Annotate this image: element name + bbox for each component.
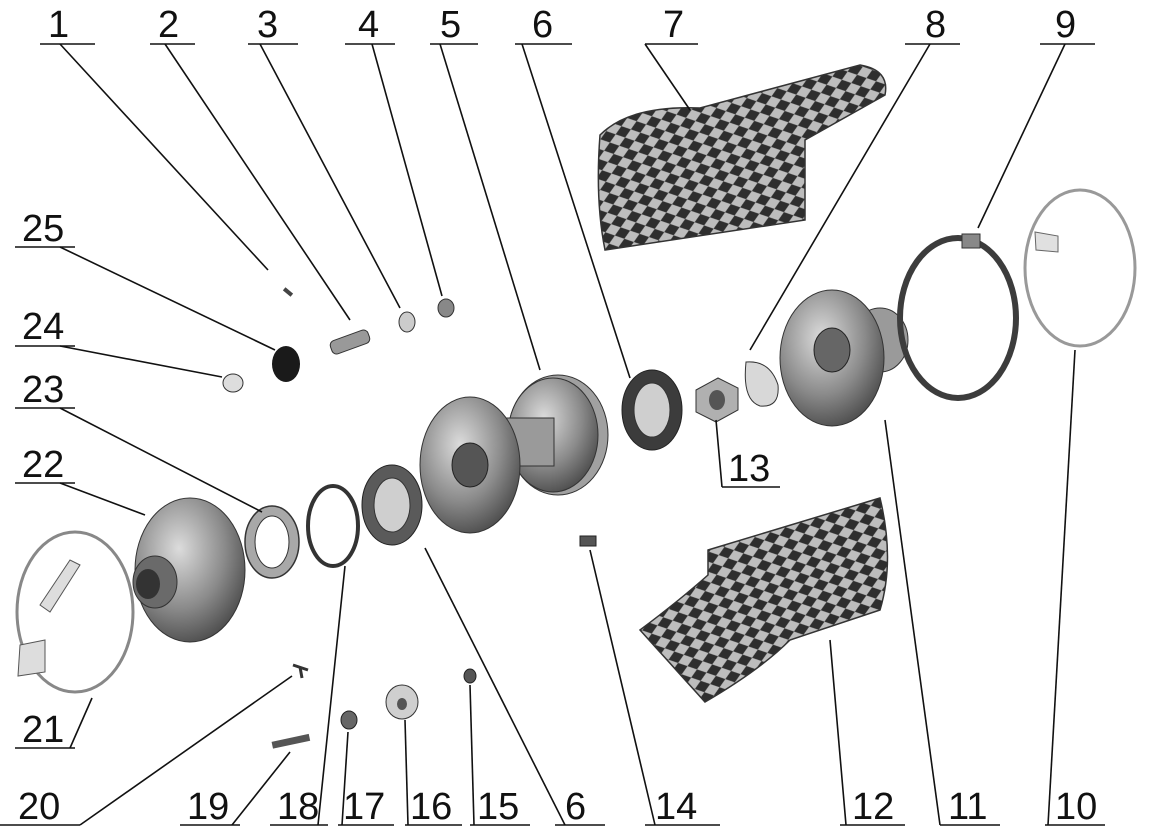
callout-20: 20 (18, 786, 61, 828)
cotter-pin (282, 287, 294, 297)
callout-5: 5 (440, 4, 462, 46)
axle-pin (329, 329, 371, 355)
left-clamp-band (15, 530, 135, 694)
callout-17: 17 (343, 786, 386, 828)
right-hub-flange (779, 289, 909, 427)
callout-22: 22 (22, 444, 65, 486)
spacer (385, 684, 419, 720)
right-clamp-band (897, 233, 1019, 401)
callout-8: 8 (925, 4, 947, 46)
callout-19: 19 (187, 786, 230, 828)
lower-mesh-screen (638, 497, 889, 703)
callout-11: 11 (948, 786, 988, 828)
callout-2: 2 (158, 4, 180, 46)
callout-6-bottom: 6 (565, 786, 587, 828)
cover-ring (1023, 188, 1137, 348)
callout-16: 16 (410, 786, 453, 828)
callout-3: 3 (257, 4, 279, 46)
spring (272, 346, 300, 382)
t-pin (292, 663, 309, 679)
long-bolt (271, 733, 311, 749)
callout-18: 18 (277, 786, 320, 828)
callout-15: 15 (477, 786, 520, 828)
callout-4: 4 (358, 4, 380, 46)
snap-ring (306, 484, 360, 568)
callout-13: 13 (728, 448, 771, 490)
hex-nut (695, 377, 739, 423)
seal-lower (361, 464, 423, 546)
callout-23: 23 (22, 369, 65, 411)
bearing-ring (244, 505, 300, 579)
callout-12: 12 (852, 786, 895, 828)
flat-washer (398, 311, 416, 333)
seal-upper (621, 369, 683, 451)
callout-10: 10 (1055, 786, 1098, 828)
small-nut (463, 668, 477, 684)
castle-nut (437, 298, 455, 318)
callout-24: 24 (22, 306, 65, 348)
callout-6-top: 6 (532, 4, 554, 46)
left-hub-flange (132, 497, 246, 643)
upper-mesh-screen (597, 64, 887, 251)
callout-7: 7 (663, 4, 685, 46)
callout-14: 14 (655, 786, 698, 828)
leader-lines (0, 43, 1105, 826)
callout-25: 25 (22, 208, 65, 250)
callout-21: 21 (22, 709, 65, 751)
small-washer (222, 373, 244, 393)
callout-1: 1 (48, 4, 70, 46)
small-bolt (579, 535, 597, 547)
lock-washer (744, 361, 779, 407)
bushing-nut (340, 710, 358, 730)
drum-body (419, 374, 609, 534)
callout-9: 9 (1055, 4, 1077, 46)
